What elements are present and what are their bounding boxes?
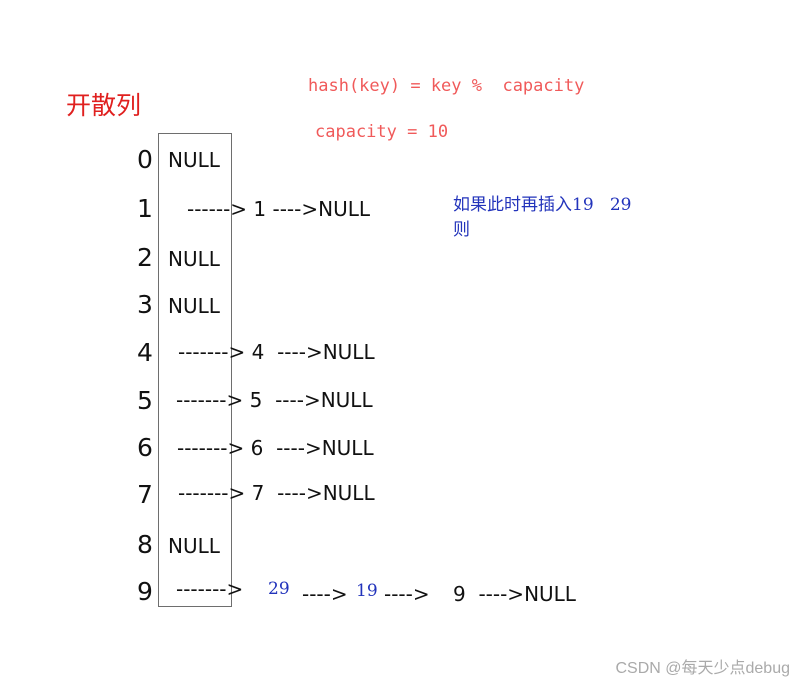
slot-9-value-19: 19 — [356, 581, 378, 601]
slot-index-1: 1 — [137, 194, 153, 223]
slot-chain-7: -------> 7 ---->NULL — [178, 481, 375, 505]
slot-chain-4: -------> 4 ---->NULL — [178, 340, 375, 364]
slot-9-value-29: 29 — [268, 579, 290, 599]
slot-index-4: 4 — [137, 338, 153, 367]
slot-index-5: 5 — [137, 386, 153, 415]
slot-index-9: 9 — [137, 577, 153, 606]
slot-null-0: NULL — [168, 148, 220, 172]
hash-table-box — [158, 133, 232, 607]
slot-null-3: NULL — [168, 294, 220, 318]
slot-chain-6: -------> 6 ---->NULL — [177, 436, 374, 460]
page-title: 开散列 — [66, 91, 142, 120]
slot-index-7: 7 — [137, 480, 153, 509]
slot-chain-1: ------> 1 ---->NULL — [187, 197, 371, 221]
csdn-watermark: CSDN @每天少点debug — [615, 660, 790, 677]
capacity-formula: capacity = 10 — [315, 122, 449, 142]
slot-index-0: 0 — [137, 145, 153, 174]
slot-chain-5: -------> 5 ---->NULL — [176, 388, 373, 412]
slot-index-2: 2 — [137, 243, 153, 272]
slot-index-8: 8 — [137, 530, 153, 559]
slot-9-arrow-2: ----> — [302, 582, 348, 606]
insert-note-line1: 如果此时再插入19 29 — [453, 195, 632, 215]
slot-null-8: NULL — [168, 534, 220, 558]
insert-note-line2: 则 — [453, 220, 470, 240]
slot-index-3: 3 — [137, 290, 153, 319]
insert-note: 如果此时再插入19 29 则 — [453, 193, 631, 243]
slot-9-arrow-1: -------> — [176, 577, 244, 601]
slot-9-tail: 9 ---->NULL — [453, 582, 576, 606]
hash-formula: hash(key) = key % capacity — [308, 76, 585, 96]
slot-9-arrow-3: ----> — [384, 582, 430, 606]
slot-null-2: NULL — [168, 247, 220, 271]
slot-index-6: 6 — [137, 433, 153, 462]
